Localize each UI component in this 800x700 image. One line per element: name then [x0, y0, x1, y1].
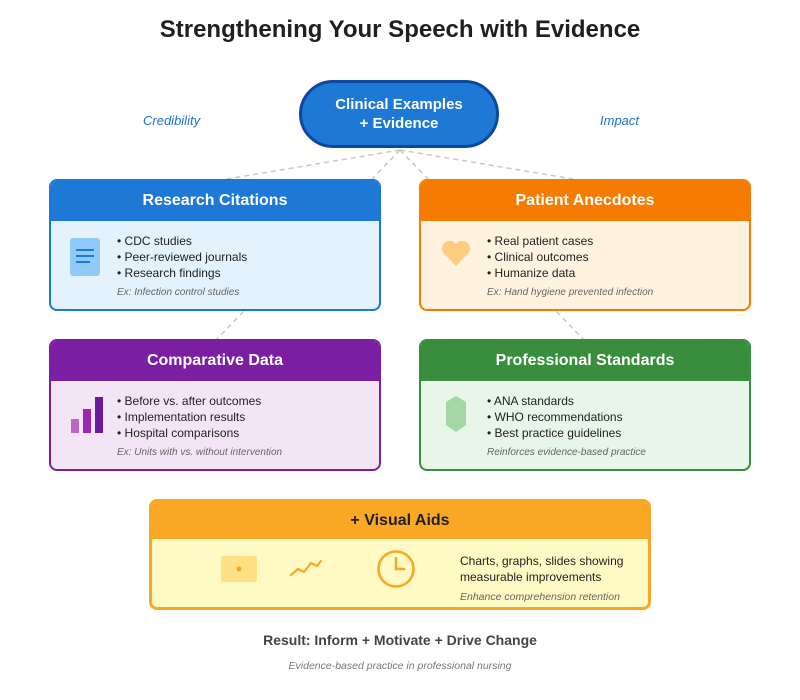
- trend-line-icon: [289, 557, 323, 584]
- shield-icon: [445, 395, 467, 438]
- center-line-1: Clinical Examples: [335, 96, 463, 113]
- research-citations-note: Ex: Infection control studies: [117, 287, 240, 298]
- list-item: Implementation results: [117, 409, 261, 425]
- patient-anecdotes-card: Patient Anecdotes Real patient cases Cli…: [419, 179, 751, 311]
- research-citations-card: Research Citations CDC studies Peer-revi…: [49, 179, 381, 311]
- professional-standards-note: Reinforces evidence-based practice: [487, 447, 646, 458]
- list-item: Clinical outcomes: [487, 249, 593, 265]
- list-item: Peer-reviewed journals: [117, 249, 248, 265]
- clock-icon: [376, 549, 416, 594]
- patient-anecdotes-note: Ex: Hand hygiene prevented infection: [487, 287, 654, 298]
- professional-standards-title: Professional Standards: [421, 341, 749, 381]
- comparative-data-card: Comparative Data Before vs. after outcom…: [49, 339, 381, 471]
- visual-aids-text: Charts, graphs, slides showing measurabl…: [460, 554, 624, 584]
- research-citations-list: CDC studies Peer-reviewed journals Resea…: [117, 233, 248, 281]
- connector-patient: [399, 149, 586, 182]
- visual-aids-title: + Visual Aids: [152, 502, 648, 539]
- patient-anecdotes-title: Patient Anecdotes: [421, 181, 749, 221]
- professional-standards-card: Professional Standards ANA standards WHO…: [419, 339, 751, 471]
- heart-icon: [441, 239, 471, 272]
- list-item: Real patient cases: [487, 233, 594, 249]
- list-item: Best practice guidelines: [487, 425, 623, 441]
- footer-caption: Evidence-based practice in professional …: [288, 660, 512, 672]
- visual-aids-card: + Visual Aids Charts, graphs, slides sho…: [149, 499, 651, 610]
- page-title: Strengthening Your Speech with Evidence: [159, 16, 641, 43]
- connector-research: [214, 149, 401, 182]
- comparative-data-list: Before vs. after outcomes Implementation…: [117, 393, 262, 441]
- credibility-label: Credibility: [143, 113, 201, 128]
- result-summary: Result: Inform + Motivate + Drive Change: [263, 632, 537, 648]
- research-citations-title: Research Citations: [51, 181, 379, 221]
- list-item: WHO recommendations: [487, 409, 623, 425]
- list-item: Humanize data: [487, 265, 593, 281]
- document-icon: [69, 237, 101, 282]
- slide-icon: [221, 556, 257, 587]
- list-item: CDC studies: [117, 233, 247, 249]
- list-item: Research findings: [117, 265, 247, 281]
- list-item: Before vs. after outcomes: [117, 393, 262, 409]
- professional-standards-list: ANA standards WHO recommendations Best p…: [487, 393, 623, 441]
- visual-aids-note: Enhance comprehension retention: [460, 591, 620, 603]
- center-line-2: + Evidence: [359, 115, 439, 132]
- list-item: Hospital comparisons: [117, 425, 261, 441]
- patient-anecdotes-list: Real patient cases Clinical outcomes Hum…: [487, 233, 594, 281]
- center-node: Clinical Examples + Evidence: [299, 80, 499, 148]
- list-item: ANA standards: [487, 393, 623, 409]
- impact-label: Impact: [600, 113, 640, 128]
- bar-chart-icon: [69, 395, 105, 438]
- comparative-data-title: Comparative Data: [51, 341, 379, 381]
- comparative-data-note: Ex: Units with vs. without intervention: [117, 447, 283, 458]
